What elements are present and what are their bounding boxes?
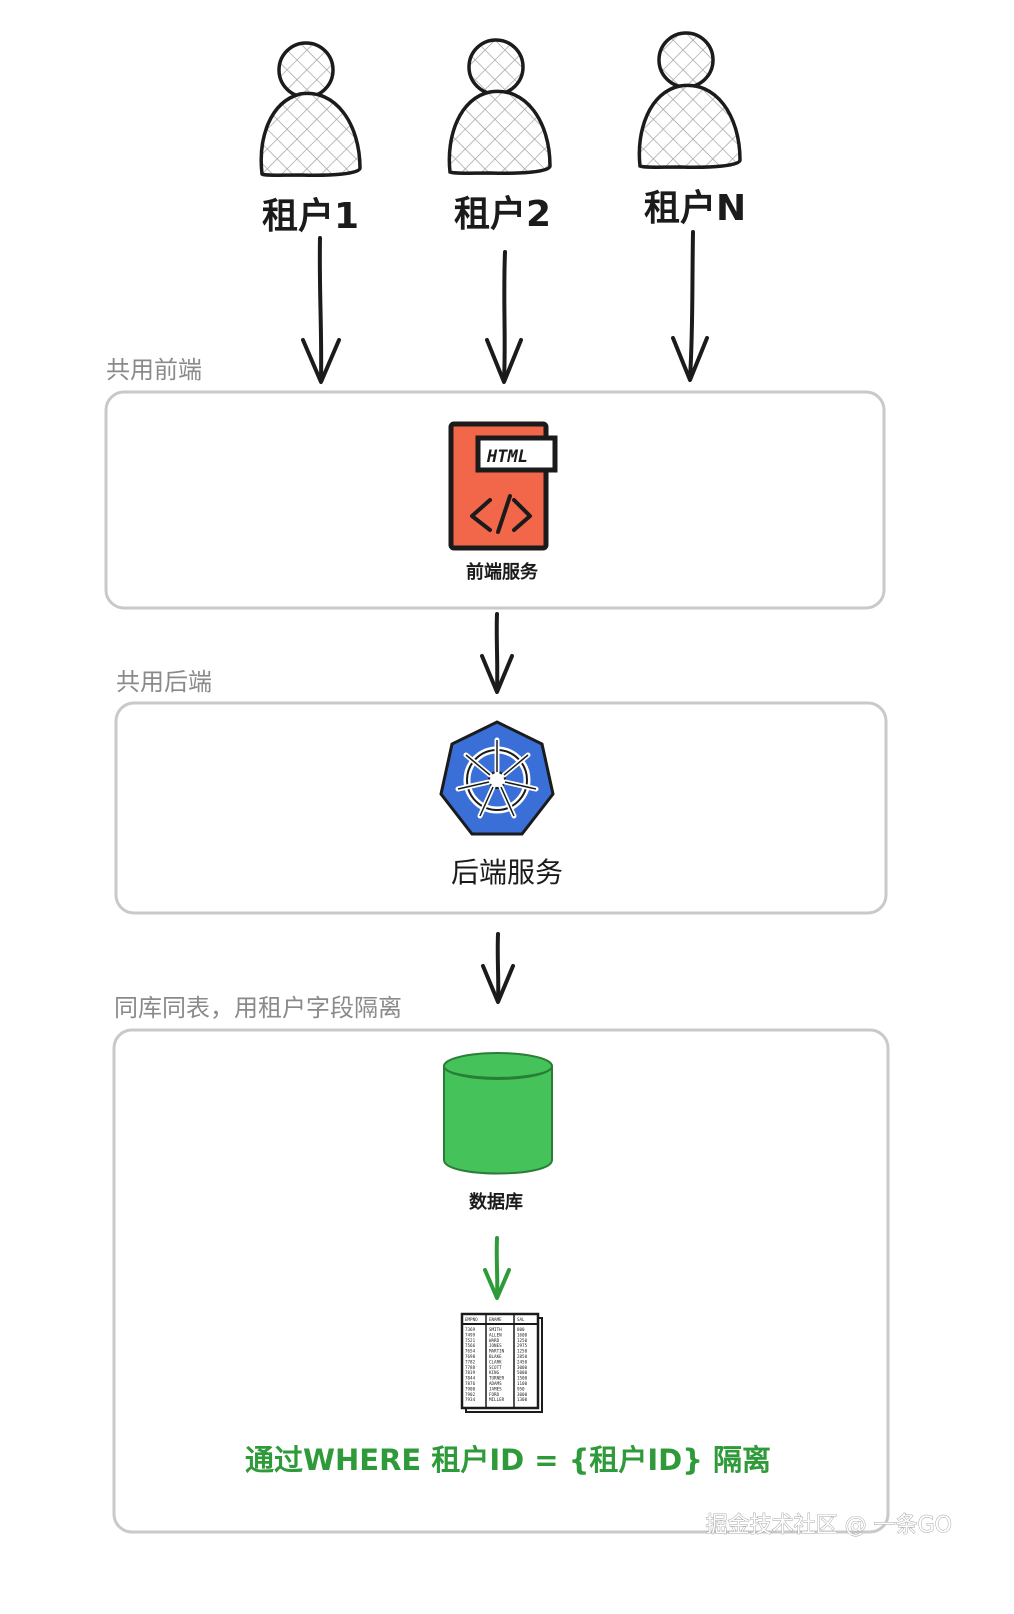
table-header-cell: ENAME — [489, 1317, 502, 1322]
tenant-2: 租户2 — [447, 38, 552, 384]
table-cell: WARD — [489, 1338, 500, 1343]
table-cell: 7900 — [465, 1386, 476, 1391]
table-cell: 7844 — [465, 1376, 476, 1381]
table-header-cell: SAL — [517, 1317, 525, 1322]
table-cell: 7521 — [465, 1338, 476, 1343]
table-cell: 1100 — [517, 1381, 528, 1386]
table-cell: 2450 — [517, 1359, 528, 1364]
down-arrow-icon — [480, 612, 514, 694]
user-icon — [447, 38, 552, 175]
table-cell: 7839 — [465, 1370, 476, 1375]
table-cell: TURNER — [489, 1376, 505, 1381]
table-preview-icon: EMPNO ENAME SAL 7369 SMITH 800 7499 ALLEN 1600 75… — [460, 1312, 543, 1413]
table-cell: 7698 — [465, 1354, 476, 1359]
table-cell: FORD — [489, 1392, 500, 1397]
database-label: 数据库 — [469, 1191, 523, 1213]
backend-section-title: 共用后端 — [116, 668, 212, 696]
frontend-box — [104, 390, 886, 610]
table-cell: 1250 — [517, 1338, 528, 1343]
table-cell: 7369 — [465, 1327, 476, 1332]
table-cell: 7566 — [465, 1343, 476, 1348]
down-arrow-icon — [485, 250, 523, 384]
tenant-n: 租户N — [637, 31, 746, 382]
html-tag-text: HTML — [486, 447, 528, 467]
user-icon — [637, 31, 742, 169]
tenant-1: 租户1 — [259, 41, 362, 384]
table-cell: MARTIN — [489, 1349, 505, 1354]
frontend-service-label: 前端服务 — [466, 561, 539, 583]
table-cell: MILLER — [489, 1397, 505, 1402]
table-cell: 7934 — [465, 1397, 476, 1402]
down-arrow-icon — [481, 932, 515, 1004]
table-cell: SCOTT — [489, 1365, 502, 1370]
table-cell: 7876 — [465, 1381, 476, 1386]
table-cell: 7499 — [465, 1332, 476, 1337]
green-down-arrow-icon — [483, 1236, 511, 1300]
watermark: 掘金技术社区 @ 一条GO — [706, 1513, 952, 1538]
html-file-icon: HTML — [448, 421, 558, 551]
table-cell: 2975 — [517, 1343, 528, 1348]
tenant-label: 租户1 — [262, 196, 359, 237]
kubernetes-wheel-icon — [439, 720, 555, 836]
table-cell: ADAMS — [489, 1381, 502, 1386]
table-cell: JAMES — [489, 1386, 502, 1391]
database-section-title: 同库同表，用租户字段隔离 — [114, 994, 402, 1022]
user-icon — [259, 41, 362, 177]
database-cylinder-icon — [443, 1052, 553, 1175]
table-cell: JONES — [489, 1343, 502, 1348]
table-cell: KING — [489, 1370, 500, 1375]
table-cell: 950 — [517, 1386, 525, 1391]
backend-service-label: 后端服务 — [451, 856, 563, 889]
table-cell: 3000 — [517, 1392, 528, 1397]
table-cell: 5000 — [517, 1370, 528, 1375]
table-cell: SMITH — [489, 1327, 502, 1332]
table-cell: ALLEN — [489, 1332, 502, 1337]
table-cell: 2850 — [517, 1354, 528, 1359]
table-cell: 7902 — [465, 1392, 476, 1397]
table-cell: 1300 — [517, 1397, 528, 1402]
table-cell: 1500 — [517, 1376, 528, 1381]
down-arrow-icon — [301, 236, 341, 384]
table-cell: 7654 — [465, 1349, 476, 1354]
table-cell: CLARK — [489, 1359, 502, 1364]
table-cell: BLAKE — [489, 1354, 502, 1359]
table-cell: 800 — [517, 1327, 525, 1332]
tenant-label: 租户N — [644, 188, 746, 229]
isolation-caption: 通过WHERE 租户ID = {租户ID} 隔离 — [245, 1443, 771, 1477]
table-cell: 1250 — [517, 1349, 528, 1354]
tenant-label: 租户2 — [454, 194, 551, 235]
table-cell: 7782 — [465, 1359, 476, 1364]
table-cell: 1600 — [517, 1332, 528, 1337]
database-box — [112, 1028, 890, 1534]
down-arrow-icon — [671, 230, 709, 382]
backend-box — [114, 701, 888, 915]
table-cell: 3000 — [517, 1365, 528, 1370]
frontend-section-title: 共用前端 — [106, 356, 202, 384]
table-header-cell: EMPNO — [465, 1317, 478, 1322]
table-cell: 7788 — [465, 1365, 476, 1370]
